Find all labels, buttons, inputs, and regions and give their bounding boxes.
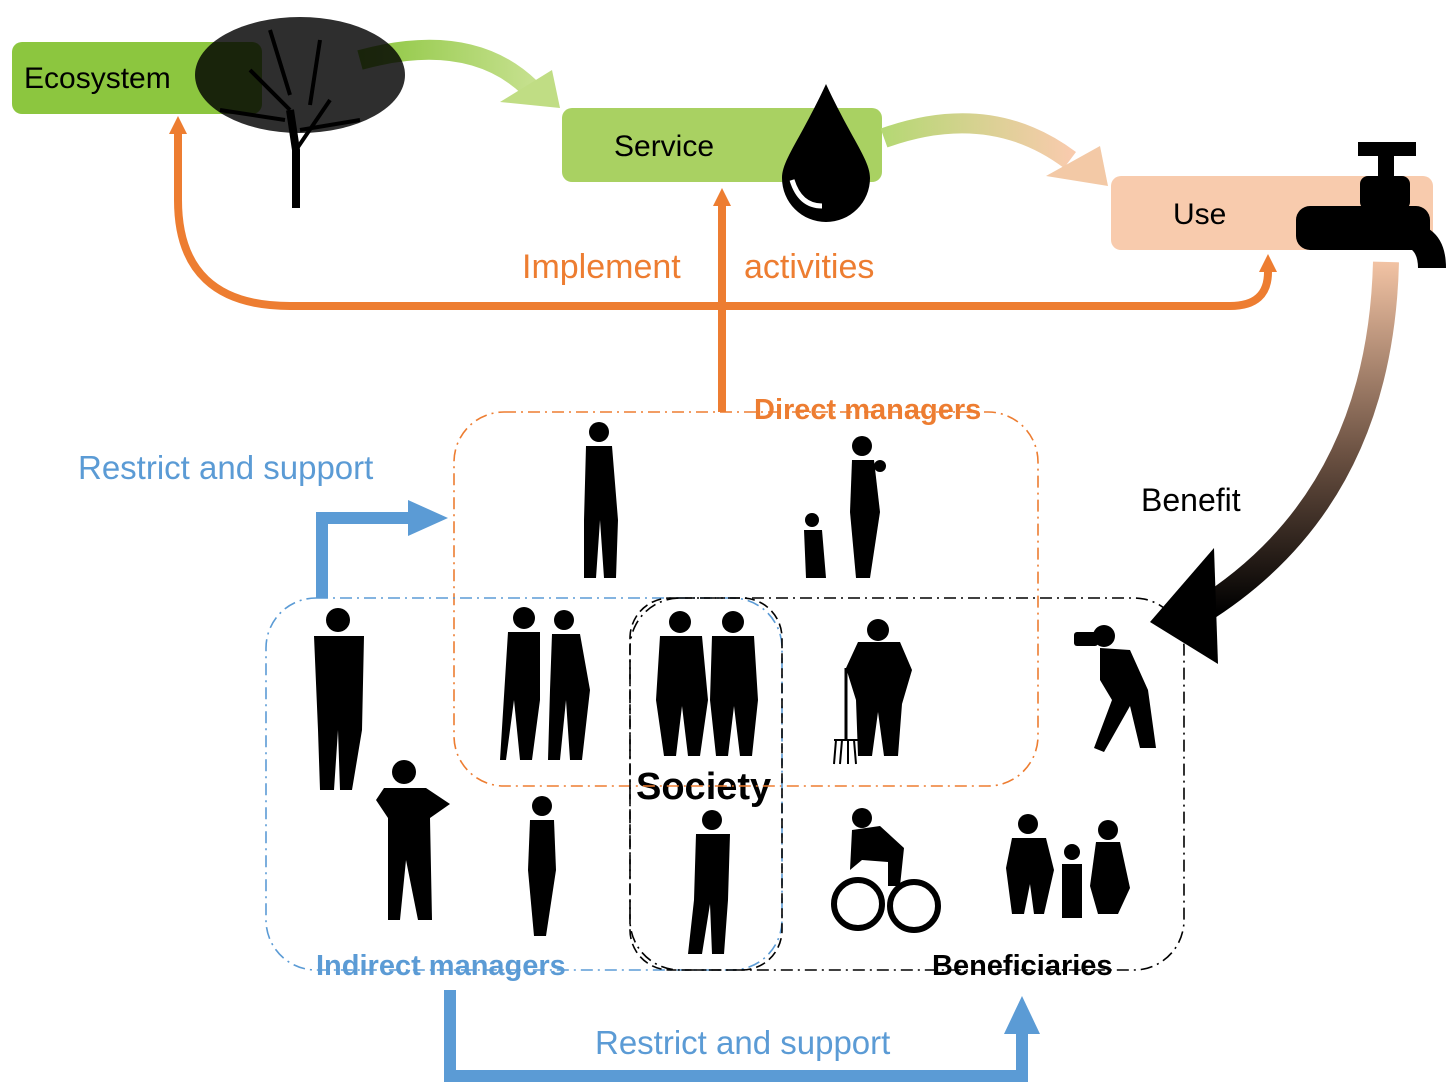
restrict-support-bottom-label: Restrict and support xyxy=(595,1024,891,1061)
restrict-support-top-arrow xyxy=(316,500,448,598)
ecosystem-label: Ecosystem xyxy=(24,62,171,95)
person-silhouette-icon xyxy=(376,760,450,920)
farmer-icon xyxy=(833,619,912,765)
cyclist-icon xyxy=(831,808,941,933)
person-silhouette-icon xyxy=(804,436,886,578)
restrict-support-top-label: Restrict and support xyxy=(78,449,374,486)
people-silhouettes xyxy=(314,422,1156,954)
implement-label: Implement xyxy=(522,248,681,286)
ecosystem-to-service-arrow xyxy=(357,39,560,108)
use-to-beneficiaries-arrow xyxy=(1150,261,1399,664)
service-to-use-arrow xyxy=(880,113,1108,186)
person-silhouette-icon xyxy=(688,810,730,954)
activities-label: activities xyxy=(744,248,875,286)
person-silhouette-icon xyxy=(314,608,364,790)
arrowhead-use xyxy=(1259,254,1277,272)
service-label: Service xyxy=(614,130,715,163)
arrowhead-ecosystem xyxy=(169,116,187,134)
person-silhouette-icon xyxy=(500,607,590,760)
service-box xyxy=(562,108,882,182)
photographer-icon xyxy=(1074,625,1156,752)
person-silhouette-icon xyxy=(1006,814,1130,918)
direct-managers-outline xyxy=(453,411,1039,787)
person-silhouette-icon xyxy=(584,422,618,578)
society-label: Society xyxy=(636,766,772,808)
arrowhead-service xyxy=(713,188,731,206)
benefit-label: Benefit xyxy=(1141,482,1241,518)
use-label: Use xyxy=(1173,198,1227,231)
use-box xyxy=(1111,176,1433,250)
indirect-managers-label: Indirect managers xyxy=(314,950,568,982)
person-silhouette-icon xyxy=(656,611,758,756)
direct-managers-label: Direct managers xyxy=(752,394,984,426)
beneficiaries-label: Beneficiaries xyxy=(930,950,1115,982)
person-silhouette-icon xyxy=(528,796,556,936)
